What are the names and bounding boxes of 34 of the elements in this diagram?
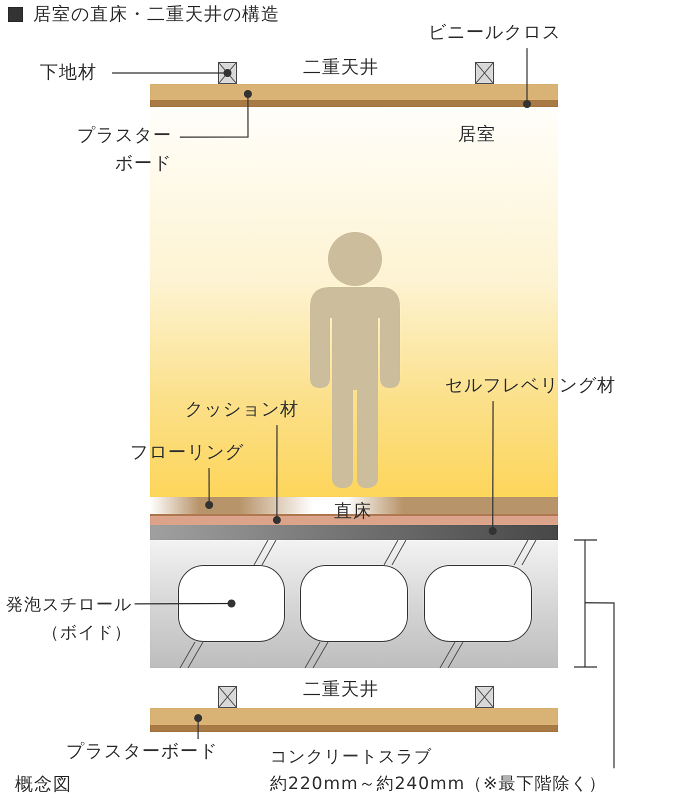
- leader-line: [134, 600, 236, 608]
- callout-label: 発泡スチロール（ボイド）: [0, 591, 132, 647]
- leader-line: [523, 48, 531, 108]
- callout-label: プラスターボード: [74, 122, 172, 178]
- joist-box: [475, 686, 494, 708]
- callout-label: 下地材: [40, 60, 110, 86]
- callout-label: コンクリートスラブ 約220mm～約240mm（※最下階除く）: [270, 744, 680, 798]
- void-block: [178, 565, 285, 642]
- joist-box: [218, 686, 237, 708]
- callout-label: フローリング: [130, 440, 275, 466]
- vinyl-cloth-layer: [150, 100, 558, 107]
- void-block: [424, 565, 532, 642]
- caption-label: 概念図: [15, 773, 72, 797]
- callout-label: プラスターボード: [66, 739, 256, 765]
- concrete-slab: [150, 540, 558, 668]
- room-label: 居室: [458, 123, 496, 147]
- callout-label: クッション材: [185, 397, 325, 423]
- void-block: [300, 565, 408, 642]
- leader-line: [488, 401, 497, 535]
- leader-line: [205, 468, 214, 509]
- callout-label: セルフレベリング材: [445, 373, 675, 399]
- leader-line: [194, 714, 202, 739]
- leader-line: [272, 425, 281, 524]
- title: 居室の直床・二重天井の構造: [33, 3, 280, 26]
- plaster-board: [150, 84, 558, 100]
- self-leveling-layer: [150, 525, 558, 540]
- plaster-board: [150, 708, 558, 732]
- callout-label: ビニールクロス: [428, 20, 608, 46]
- leader-line: [112, 69, 232, 77]
- ceiling-space-label: 二重天井: [303, 678, 379, 702]
- leader-line: [584, 602, 615, 768]
- leader-line: [180, 90, 252, 138]
- ceiling-space-label: 二重天井: [303, 56, 379, 80]
- joist-box: [475, 62, 494, 84]
